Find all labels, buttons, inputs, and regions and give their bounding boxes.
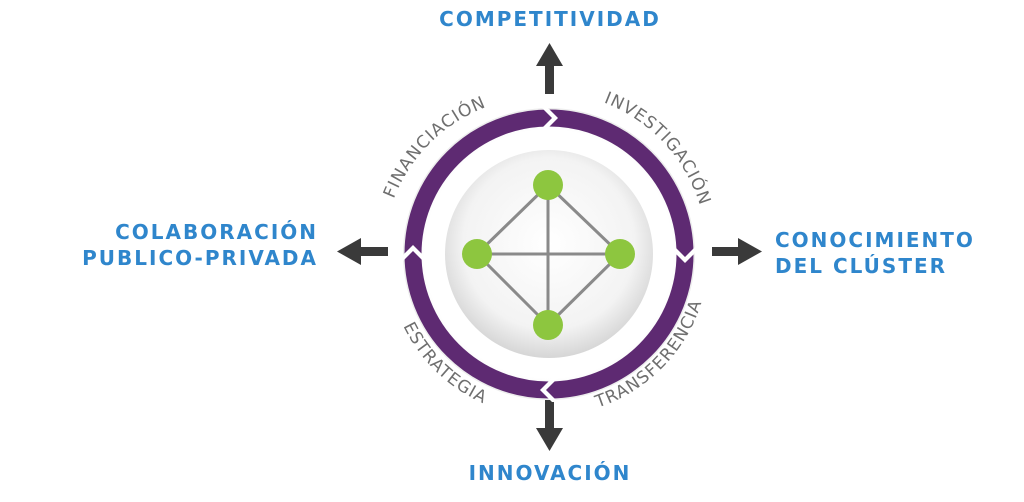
purple-cycle-ring	[404, 109, 694, 399]
outcome-label-colaboracion: COLABORACIÓN PUBLICO-PRIVADA	[82, 219, 318, 271]
ring-segment-investigacion	[548, 109, 694, 255]
outcome-label-line: COMPETITIVIDAD	[439, 7, 661, 31]
outcome-label-line: COLABORACIÓN	[115, 220, 318, 244]
outcome-label-line: INNOVACIÓN	[468, 461, 632, 485]
network-node-left	[462, 239, 492, 269]
ring-segment-financiacion	[404, 109, 550, 255]
ring-notches	[401, 106, 697, 402]
arrow-left-icon	[337, 238, 388, 265]
arrow-down-icon	[536, 400, 563, 451]
arrow-right-icon	[712, 238, 762, 265]
network-node-bottom	[533, 310, 563, 340]
arrow-up-icon	[536, 43, 563, 94]
outcome-label-innovacion: INNOVACIÓN	[0, 460, 1024, 486]
outcome-label-conocimiento: CONOCIMIENTO DEL CLÚSTER	[775, 227, 975, 279]
network-node-right	[605, 239, 635, 269]
network-node-top	[533, 170, 563, 200]
ring-segment-transferencia	[548, 253, 694, 399]
outcome-label-line: PUBLICO-PRIVADA	[82, 246, 318, 270]
outcome-label-competitividad: COMPETITIVIDAD	[0, 6, 1024, 32]
outcome-label-line: CONOCIMIENTO	[775, 228, 975, 252]
outcome-label-line: DEL CLÚSTER	[775, 254, 948, 278]
network-edges	[475, 183, 622, 327]
ring-segment-estrategia	[404, 253, 550, 399]
